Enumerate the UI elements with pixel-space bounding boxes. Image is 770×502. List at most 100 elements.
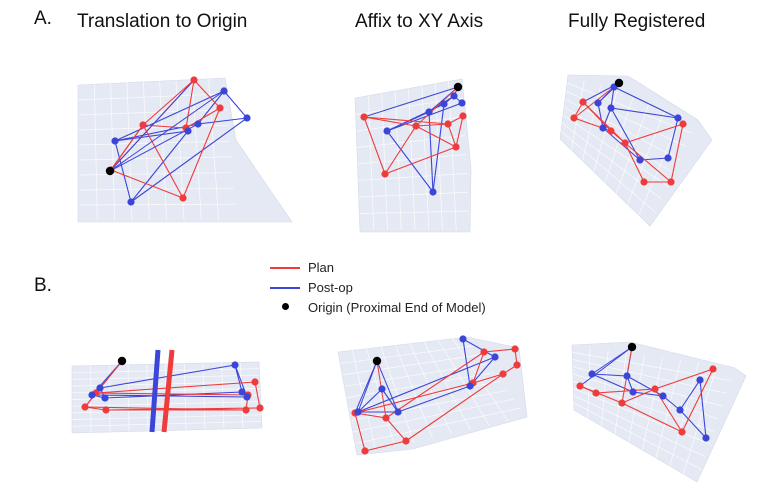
- post-op-point: [425, 108, 433, 116]
- post-op-point: [243, 114, 251, 122]
- plan-edge: [415, 125, 457, 148]
- post-op-point: [354, 408, 362, 416]
- grid-line: [409, 343, 452, 435]
- grid-line: [93, 84, 98, 221]
- grid-line: [126, 82, 133, 221]
- post-op-point: [491, 353, 499, 361]
- grid-line: [421, 86, 430, 231]
- post-op-edge: [462, 338, 496, 358]
- plan-point: [251, 378, 259, 386]
- post-op-point: [594, 99, 602, 107]
- origin-edge: [591, 346, 633, 375]
- grid-line: [79, 172, 233, 176]
- plan-point: [81, 403, 89, 411]
- origin-point: [614, 78, 624, 88]
- post-op-edge: [130, 117, 248, 203]
- plan-point: [592, 389, 600, 397]
- post-op-point: [459, 335, 467, 343]
- plan-edge: [363, 116, 449, 125]
- plan-edge: [415, 123, 449, 127]
- plan-point: [102, 406, 110, 414]
- grid-line: [350, 389, 508, 422]
- plan-edge: [363, 116, 386, 175]
- post-op-edge: [397, 385, 471, 413]
- origin-edge: [363, 86, 459, 118]
- post-op-edge: [357, 356, 496, 413]
- post-op-point: [220, 87, 228, 95]
- grid-line: [573, 395, 706, 457]
- plan-point: [256, 404, 264, 412]
- plan-edge: [447, 123, 457, 148]
- post-op-point: [101, 394, 109, 402]
- post-op-edge: [632, 391, 664, 397]
- post-op-point: [383, 127, 391, 135]
- post-op-edge: [679, 379, 701, 411]
- post-op-edge: [223, 90, 248, 119]
- plan-edge: [185, 107, 221, 129]
- grid-line: [183, 363, 187, 431]
- post-op-edge: [597, 102, 604, 129]
- post-op-point: [696, 376, 704, 384]
- plan-edge: [354, 412, 366, 452]
- post-op-edge: [114, 140, 132, 203]
- origin-edge: [415, 86, 459, 127]
- legend-label: Plan: [308, 260, 335, 275]
- plan-point: [640, 178, 648, 186]
- plan-point: [621, 139, 629, 147]
- axis-bar: [149, 349, 161, 433]
- origin-point: [453, 82, 463, 92]
- plan-edge: [364, 440, 407, 452]
- grid-line: [221, 362, 225, 430]
- plan-point: [679, 120, 687, 128]
- plan-edge: [354, 382, 474, 414]
- plan-edge: [472, 373, 504, 384]
- post-op-point: [378, 385, 386, 393]
- plan-edge: [621, 402, 683, 433]
- post-op-point: [664, 154, 672, 162]
- plan-point: [402, 437, 410, 445]
- post-op-edge: [662, 395, 681, 411]
- grid-line: [614, 352, 627, 435]
- plan-edge: [385, 351, 485, 419]
- grid-line: [573, 388, 710, 445]
- post-op-point: [659, 392, 667, 400]
- plan-point: [444, 120, 452, 128]
- post-op-point: [599, 124, 607, 132]
- plan-edge: [595, 388, 656, 394]
- plan-point: [242, 406, 250, 414]
- grid-line: [366, 348, 396, 447]
- plan-point: [709, 365, 717, 373]
- post-op-edge: [679, 409, 707, 439]
- post-op-edge: [591, 373, 634, 393]
- plan-point: [570, 114, 578, 122]
- grid-line: [358, 173, 468, 181]
- plan-edge: [483, 348, 516, 353]
- plan-edge: [681, 368, 714, 433]
- grid-line: [358, 191, 469, 198]
- post-op-point: [127, 198, 135, 206]
- post-op-point: [629, 388, 637, 396]
- post-op-edge: [432, 103, 445, 193]
- plan-edge: [384, 146, 457, 175]
- origin-edge: [376, 360, 399, 413]
- plan-edge: [185, 79, 195, 129]
- plan-point: [216, 104, 224, 112]
- grid-line: [342, 354, 481, 376]
- grid-line: [142, 81, 150, 221]
- plan-edge: [654, 368, 714, 390]
- origin-edge: [109, 124, 144, 172]
- plan-point: [459, 112, 467, 120]
- origin-point: [105, 166, 115, 176]
- plan-point: [381, 170, 389, 178]
- grid-line: [563, 106, 675, 174]
- post-op-point: [450, 92, 458, 100]
- title-affix-to-xy-axis: Affix to XY Axis: [355, 11, 484, 32]
- post-op-edge: [381, 388, 399, 413]
- grid-line: [572, 373, 719, 420]
- origin-edge: [579, 346, 633, 387]
- grid-line: [340, 345, 474, 364]
- grid-line: [561, 122, 663, 200]
- plan-edge: [95, 392, 249, 396]
- plan-edge: [455, 115, 464, 148]
